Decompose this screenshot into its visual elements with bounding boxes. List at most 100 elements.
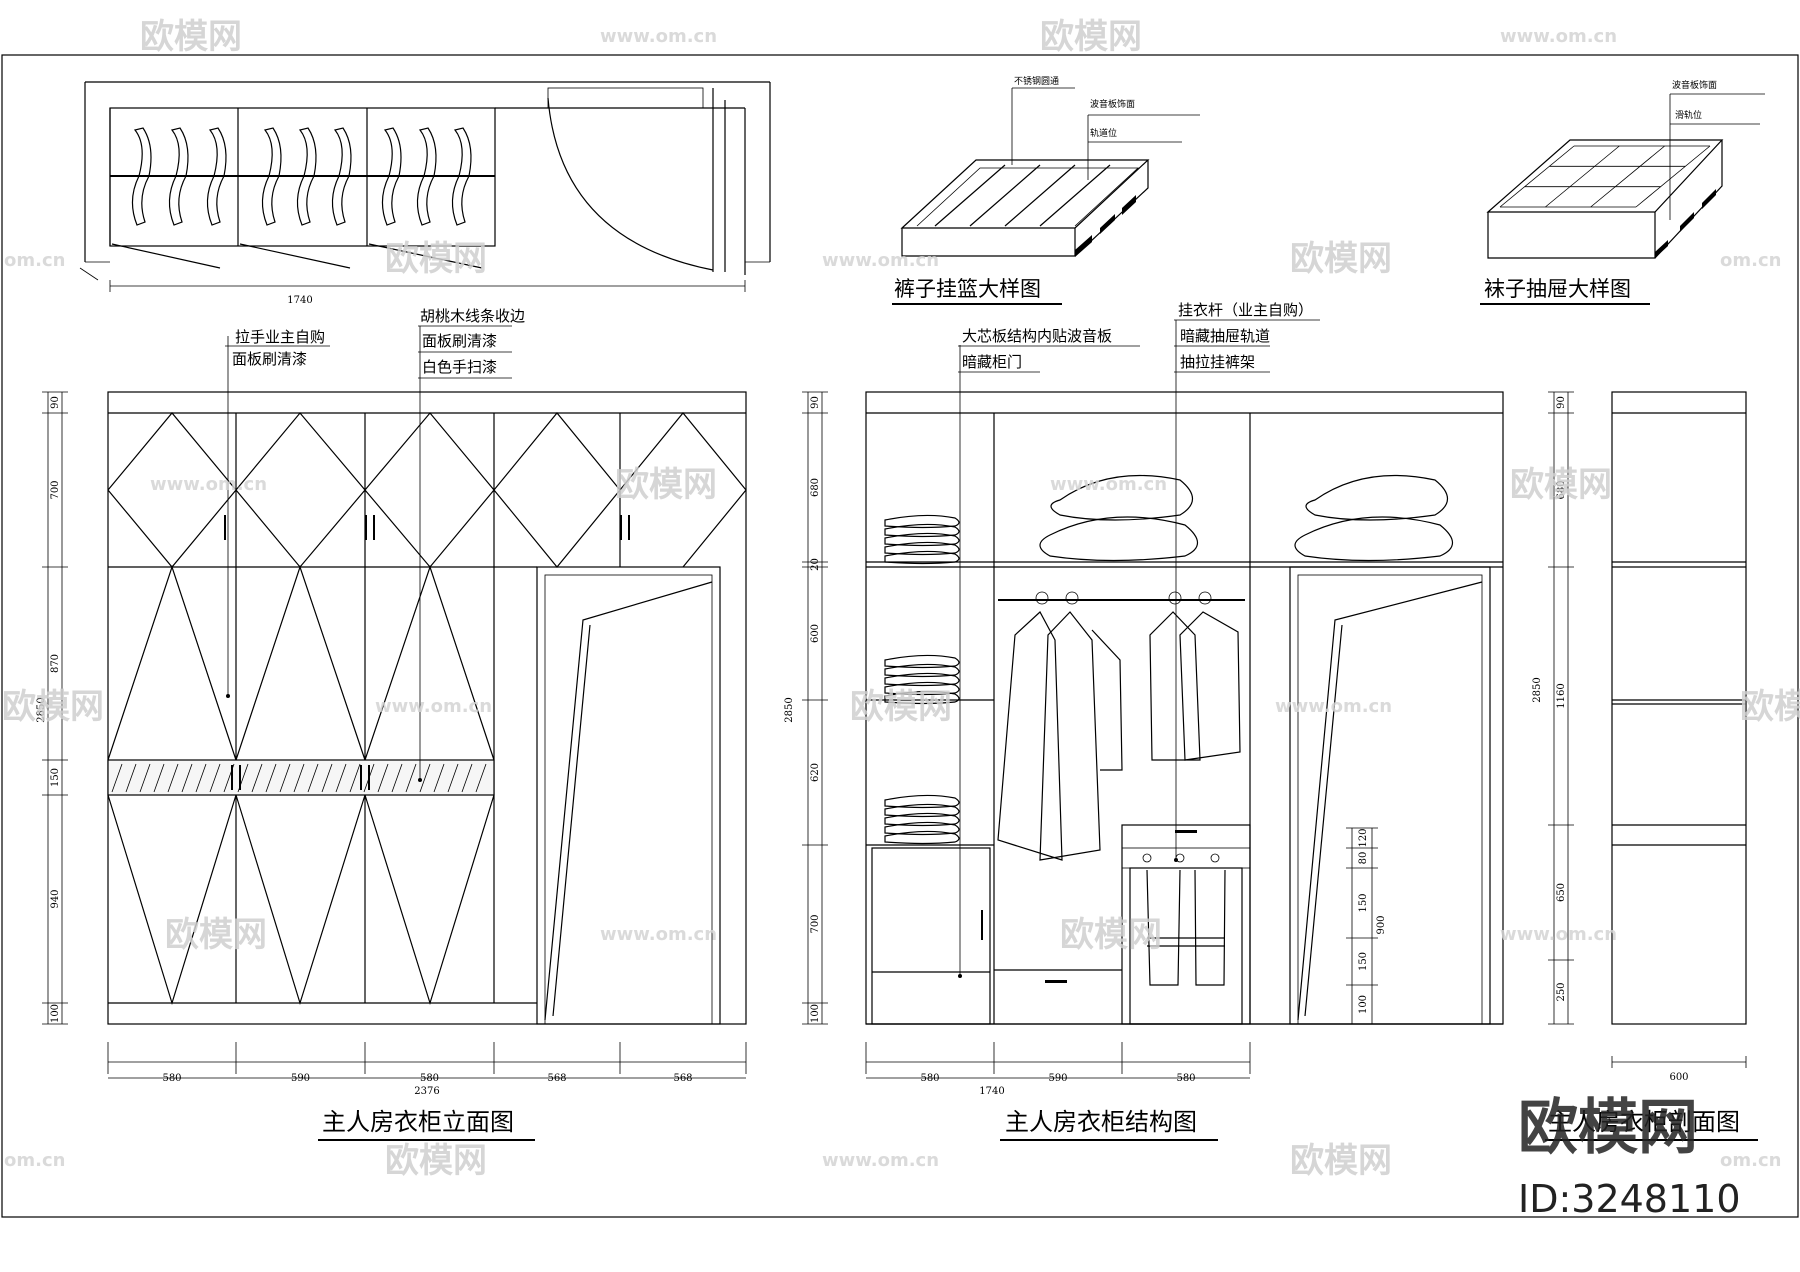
sock-grid-line xyxy=(1635,145,1711,208)
folded-garment xyxy=(884,803,960,818)
str-total-height: 2850 xyxy=(784,697,795,722)
dim-label: 680 xyxy=(810,478,821,497)
watermark-url: www.om.cn xyxy=(600,924,717,945)
hatch-line xyxy=(377,763,389,793)
dim-label: 590 xyxy=(291,1073,310,1084)
hanger-shape xyxy=(451,127,472,226)
plan-view: 1740 xyxy=(79,81,771,306)
watermark-url-short: om.cn xyxy=(1720,1150,1781,1171)
folded-garment xyxy=(884,794,960,809)
hatch-line xyxy=(125,763,137,793)
sock-grid-line xyxy=(1499,145,1575,208)
str-inner-total: 900 xyxy=(1376,915,1387,934)
pants-basket-detail: 不锈钢圆通 波音板饰面 轨道位 裤子挂篮大样图 xyxy=(892,75,1200,305)
folded-garment xyxy=(884,514,960,529)
dim-label: 20 xyxy=(810,558,821,571)
watermark-logo: 欧模网 xyxy=(1510,465,1612,505)
str-total-width: 1740 xyxy=(979,1086,1004,1097)
dim-label: 150 xyxy=(1358,952,1369,971)
folded-garment xyxy=(884,550,960,565)
folded-garment xyxy=(884,672,960,687)
folded-garment xyxy=(884,681,960,696)
hatch-line xyxy=(139,763,151,793)
hatch-line xyxy=(195,763,207,793)
dim-label: 580 xyxy=(162,1073,181,1084)
structure-view: 大芯板结构内贴波音板 暗藏柜门 挂衣杆（业主自购） 暗藏抽屉轨道 抽拉挂裤架 9… xyxy=(784,301,1504,1141)
watermark-url: www.om.cn xyxy=(1275,696,1392,717)
walnut-note-3: 白色手扫漆 xyxy=(422,358,497,376)
folded-garment xyxy=(884,830,960,845)
hatch-line xyxy=(111,763,123,793)
folded-garment xyxy=(884,812,960,827)
watermark-logo: 欧模网 xyxy=(385,239,487,279)
sock-note-1: 波音板饰面 xyxy=(1672,79,1717,91)
dim-label: 100 xyxy=(50,1004,61,1023)
walnut-band xyxy=(107,759,495,796)
hatch-line xyxy=(167,763,179,793)
dim-label: 80 xyxy=(1358,852,1369,865)
structure-title: 主人房衣柜结构图 xyxy=(1005,1108,1197,1136)
walnut-note-2: 面板刷清漆 xyxy=(422,332,497,350)
sock-drawer-detail: 波音板饰面 滑轨位 袜子抽屉大样图 xyxy=(1480,79,1765,305)
watermark-logo: 欧模网 xyxy=(1040,17,1142,57)
dim-label: 150 xyxy=(1358,893,1369,912)
walnut-note-1: 胡桃木线条收边 xyxy=(420,307,525,325)
folded-garment xyxy=(884,654,960,669)
watermark-url: www.om.cn xyxy=(150,474,267,495)
dim-label: 90 xyxy=(1556,396,1567,409)
sock-grid-line xyxy=(1545,145,1620,208)
watermark-logo: 欧模网 xyxy=(165,915,267,955)
watermark-logo: 欧模网 xyxy=(385,1141,487,1181)
watermark-url: www.om.cn xyxy=(1500,26,1617,47)
dim-label: 100 xyxy=(1358,995,1369,1014)
hatch-line xyxy=(209,763,221,793)
watermark-url-short: om.cn xyxy=(1720,250,1781,271)
watermark-logo: 欧模网 xyxy=(850,687,952,727)
hanger-shape xyxy=(131,127,152,226)
hanger-shape xyxy=(168,127,189,226)
folded-garment xyxy=(884,663,960,678)
watermarks: 欧模网 www.om.cn 欧模网 www.om.cn om.cn 欧模网 ww… xyxy=(2,17,1800,1181)
dim-label: 680 xyxy=(1556,480,1567,499)
rod-note-2: 暗藏抽屉轨道 xyxy=(1180,327,1270,345)
pants-basket-title: 裤子挂篮大样图 xyxy=(894,277,1041,301)
dim-label: 100 xyxy=(810,1004,821,1023)
elev-total-width: 2376 xyxy=(414,1086,439,1097)
basket-note-3: 轨道位 xyxy=(1090,127,1117,139)
hatch-line xyxy=(293,763,305,793)
watermark-logo: 欧模网 xyxy=(615,465,717,505)
folded-garment xyxy=(884,523,960,538)
elev-total-height: 2850 xyxy=(36,697,47,722)
hanger-shape xyxy=(331,127,352,226)
dim-label: 590 xyxy=(1048,1073,1067,1084)
rod-note-3: 抽拉挂裤架 xyxy=(1180,353,1255,371)
dim-label: 650 xyxy=(1556,883,1567,902)
dim-label: 700 xyxy=(50,480,61,499)
model-id: ID:3248110 xyxy=(1518,1177,1741,1221)
watermark-url: www.om.cn xyxy=(600,26,717,47)
watermark-url: www.om.cn xyxy=(822,1150,939,1171)
watermark-logo: 欧模网 xyxy=(1290,1141,1392,1181)
sock-grid-line xyxy=(1590,145,1665,208)
dim-label: 620 xyxy=(810,763,821,782)
plan-width-dim: 1740 xyxy=(287,295,312,306)
watermark-url: www.om.cn xyxy=(822,250,939,271)
dim-label: 940 xyxy=(50,889,61,908)
hatch-line xyxy=(405,763,417,793)
elevation-title: 主人房衣柜立面图 xyxy=(322,1108,514,1136)
hanger-shape xyxy=(206,127,227,226)
watermark-url-short: om.cn xyxy=(4,1150,65,1171)
watermark-logo: 欧模网 xyxy=(1740,687,1800,727)
hanger-shape xyxy=(416,127,437,226)
watermark-logo: 欧模网 xyxy=(2,687,104,727)
hatch-line xyxy=(419,763,431,793)
hanger-shape xyxy=(381,127,402,226)
